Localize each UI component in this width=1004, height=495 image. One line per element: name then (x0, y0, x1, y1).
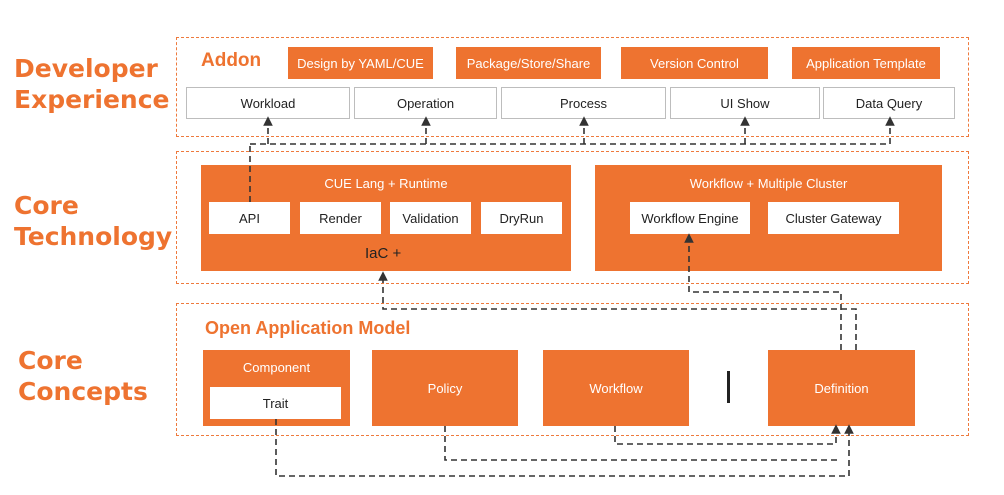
oam-policy-box: Policy (372, 350, 518, 426)
oam-trait-box: Trait (210, 387, 341, 419)
cluster-gateway-box: Cluster Gateway (768, 202, 899, 234)
oam-component-label: Component (242, 360, 311, 375)
label-core-technology: Core Technology (14, 190, 172, 252)
label-developer-experience: Developer Experience (14, 53, 169, 115)
addon-feature-package: Package/Store/Share (456, 47, 601, 79)
addon-feature-template: Application Template (792, 47, 940, 79)
addon-capability-workload: Workload (186, 87, 350, 119)
label-line: Core (18, 346, 83, 375)
addon-feature-design: Design by YAML/CUE (288, 47, 433, 79)
oam-definition-box: Definition (768, 350, 915, 426)
cue-item-dryrun: DryRun (481, 202, 562, 234)
cue-item-validation: Validation (390, 202, 471, 234)
label-line: Concepts (18, 377, 148, 406)
oam-separator (727, 371, 730, 403)
cue-runtime-title: CUE Lang + Runtime (324, 176, 448, 191)
cue-item-render: Render (300, 202, 381, 234)
region-developer-experience (176, 37, 969, 137)
workflow-cluster-title: Workflow + Multiple Cluster (689, 176, 848, 191)
cue-iac-label: IaC + (365, 245, 402, 262)
label-line: Technology (14, 222, 173, 251)
addon-feature-version: Version Control (621, 47, 768, 79)
oam-title: Open Application Model (205, 318, 411, 338)
label-core-concepts: Core Concepts (18, 345, 148, 407)
addon-capability-operation: Operation (354, 87, 497, 119)
label-line: Core (14, 191, 79, 220)
addon-capability-ui-show: UI Show (670, 87, 820, 119)
addon-capability-process: Process (501, 87, 666, 119)
addon-title: Addon (201, 50, 262, 71)
oam-workflow-box: Workflow (543, 350, 689, 426)
addon-capability-data-query: Data Query (823, 87, 955, 119)
label-line: Developer (14, 54, 158, 83)
workflow-engine-box: Workflow Engine (630, 202, 750, 234)
label-line: Experience (14, 85, 170, 114)
cue-item-api: API (209, 202, 290, 234)
